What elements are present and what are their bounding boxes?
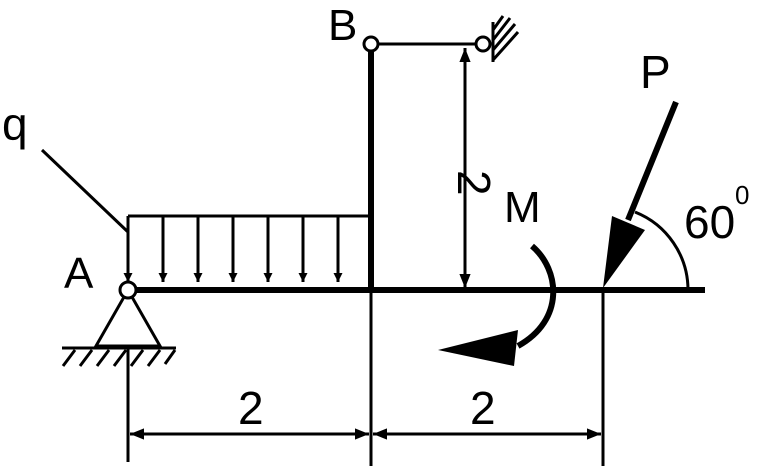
label-q: q [2, 98, 28, 150]
moment-arrowhead [438, 330, 518, 366]
angle-arc [634, 210, 690, 291]
label-a: A [64, 249, 94, 298]
label-angle: 60 [684, 196, 735, 248]
label-p: P [640, 46, 671, 98]
distributed-load [123, 214, 371, 282]
hinge-a [118, 280, 138, 300]
q-leader-line [40, 148, 130, 234]
dimension-label-ab: 2 [238, 382, 264, 434]
label-m: M [504, 183, 541, 232]
force-p-arrowhead [603, 216, 645, 288]
hinge-wall [474, 35, 492, 53]
label-angle-degree: 0 [735, 180, 749, 210]
dimension-label-bp: 2 [470, 382, 496, 434]
pin-support-a [61, 286, 177, 367]
dimension-label-height: 2 [448, 170, 500, 196]
label-b: B [328, 1, 357, 50]
wall-hatching [491, 15, 520, 62]
force-p-shaft [625, 100, 679, 222]
hinge-b [362, 35, 380, 53]
moment-arc [516, 243, 557, 349]
